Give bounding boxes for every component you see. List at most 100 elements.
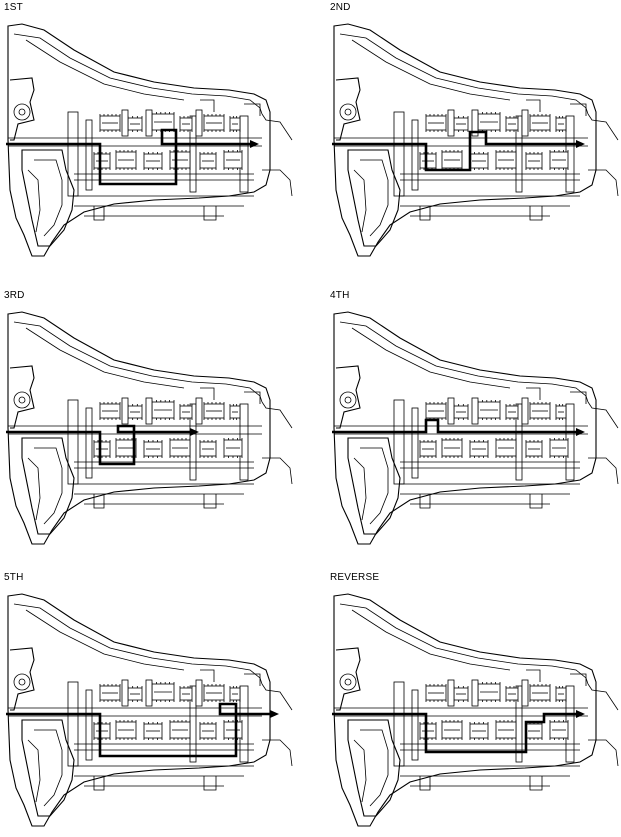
counter-gear-6 (549, 438, 569, 458)
main-gear-5 (203, 114, 225, 132)
gear-set (419, 679, 569, 740)
synchro-sleeve-2 (471, 679, 479, 707)
transmission-diagram (6, 23, 293, 257)
main-gear-5 (529, 684, 551, 702)
counter-gear-1 (419, 722, 437, 740)
counter-gear-5 (199, 152, 217, 170)
counter-gear-5 (199, 440, 217, 458)
counter-gear-4 (495, 438, 517, 458)
panel-3rd: 3RD (4, 290, 294, 555)
synchro-sleeve-2 (471, 109, 479, 137)
main-gear-6 (555, 116, 567, 132)
synchro-sleeve-3 (195, 109, 203, 137)
counter-gear-1 (419, 440, 437, 458)
transmission-diagram (332, 593, 619, 827)
power-flow-path (332, 130, 576, 172)
main-gear-3 (151, 400, 175, 420)
counter-gear-6 (223, 150, 243, 170)
main-gear-6 (229, 404, 241, 420)
panel-reverse: REVERSE (330, 572, 620, 837)
counter-gear-3 (143, 722, 163, 740)
counter-gear-5 (525, 152, 543, 170)
counter-gear-3 (143, 440, 163, 458)
main-gear-1 (99, 114, 121, 132)
panel-label: 5TH (4, 572, 24, 583)
counter-gear-1 (93, 152, 111, 170)
main-gear-2 (453, 686, 469, 702)
main-gear-3 (477, 682, 501, 702)
housing-outline (333, 593, 619, 827)
main-gear-3 (151, 682, 175, 702)
output-arrow-icon (250, 140, 259, 148)
housing-outline (7, 593, 293, 827)
main-gear-3 (477, 112, 501, 132)
transmission-diagram (6, 593, 293, 827)
counter-gear-2 (441, 438, 463, 458)
counter-gear-6 (549, 150, 569, 170)
power-flow-path (6, 128, 250, 186)
gear-set (419, 109, 569, 170)
main-gear-4 (179, 686, 193, 702)
synchro-sleeve-3 (521, 397, 529, 425)
main-gear-5 (529, 402, 551, 420)
power-flow-path (332, 712, 576, 754)
counter-gear-6 (223, 438, 243, 458)
main-gear-4 (505, 686, 519, 702)
power-flow-path (332, 418, 576, 434)
synchro-sleeve-1 (447, 109, 455, 137)
main-gear-1 (425, 402, 447, 420)
gear-set (93, 397, 243, 458)
synchro-sleeve-1 (447, 679, 455, 707)
counter-gear-4 (495, 150, 517, 170)
main-gear-4 (505, 404, 519, 420)
gear-set (93, 109, 243, 170)
synchro-sleeve-3 (521, 109, 529, 137)
counter-gear-4 (169, 150, 191, 170)
counter-gear-3 (469, 152, 489, 170)
counter-gear-5 (525, 722, 543, 740)
main-gear-3 (477, 400, 501, 420)
output-arrow-icon (576, 428, 585, 436)
synchro-sleeve-1 (121, 109, 129, 137)
housing-outline (7, 23, 293, 257)
synchro-sleeve-3 (195, 679, 203, 707)
main-gear-2 (453, 116, 469, 132)
main-gear-5 (203, 684, 225, 702)
output-arrow-icon (576, 140, 585, 148)
main-gear-6 (555, 404, 567, 420)
transmission-diagram (332, 23, 619, 257)
output-arrow-icon (576, 710, 585, 718)
counter-gear-1 (419, 152, 437, 170)
counter-gear-1 (93, 440, 111, 458)
counter-gear-6 (223, 720, 243, 740)
main-gear-4 (179, 404, 193, 420)
main-gear-1 (99, 684, 121, 702)
counter-gear-3 (469, 440, 489, 458)
counter-gear-2 (115, 438, 137, 458)
counter-gear-2 (115, 720, 137, 740)
power-flow-path (6, 702, 270, 758)
housing-outline (333, 23, 619, 257)
housing-outline (333, 311, 619, 545)
main-gear-5 (529, 114, 551, 132)
main-gear-6 (229, 686, 241, 702)
counter-gear-5 (199, 722, 217, 740)
synchro-sleeve-2 (145, 679, 153, 707)
synchro-sleeve-2 (471, 397, 479, 425)
panel-1st: 1ST (4, 2, 294, 267)
counter-gear-2 (441, 150, 463, 170)
synchro-sleeve-3 (521, 679, 529, 707)
synchro-sleeve-3 (195, 397, 203, 425)
counter-gear-4 (169, 438, 191, 458)
counter-gear-5 (525, 440, 543, 458)
main-gear-4 (505, 116, 519, 132)
main-gear-2 (127, 404, 143, 420)
counter-gear-3 (469, 722, 489, 740)
housing-outline (7, 311, 293, 545)
main-gear-6 (229, 116, 241, 132)
main-gear-2 (127, 686, 143, 702)
main-gear-1 (99, 402, 121, 420)
counter-gear-4 (169, 720, 191, 740)
transmission-diagram (332, 311, 619, 545)
main-gear-5 (203, 402, 225, 420)
